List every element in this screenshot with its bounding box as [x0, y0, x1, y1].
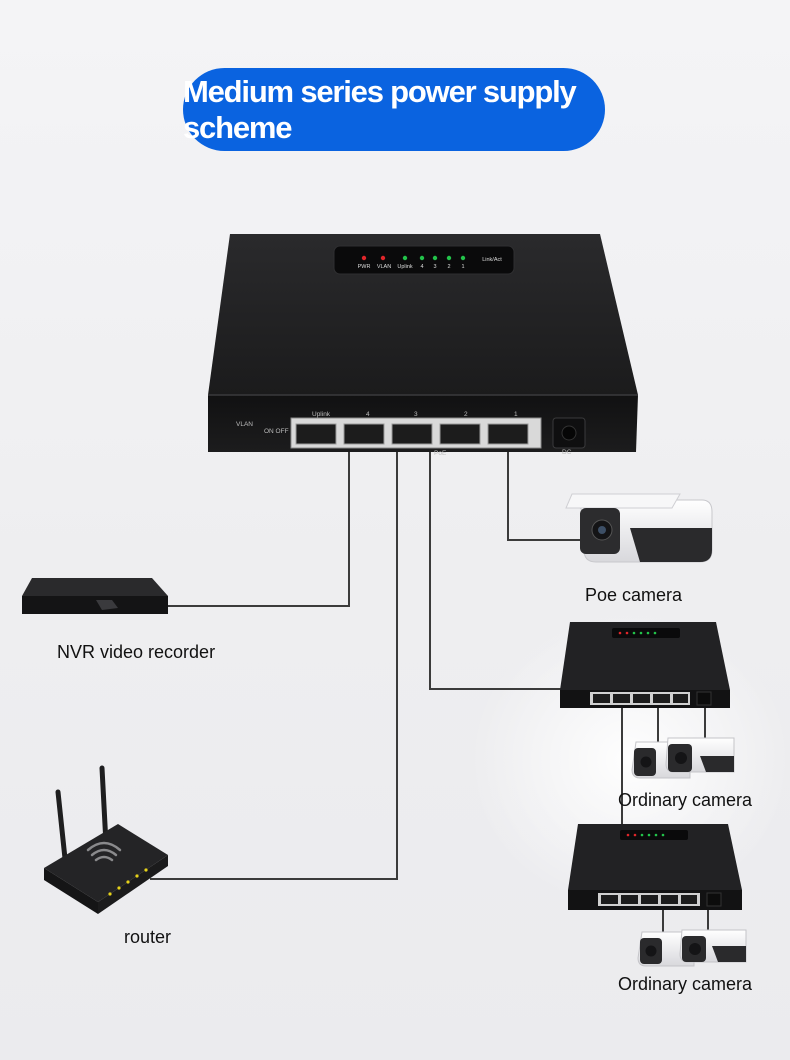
ordinary-camera-label-1: Ordinary camera [618, 790, 753, 810]
router-icon [44, 765, 168, 914]
port-label-4: 4 [366, 411, 370, 418]
switch-secondary-2 [568, 824, 742, 910]
title-text: Medium series power supply scheme [183, 73, 577, 145]
led-label-uplink: Uplink [397, 264, 413, 270]
cable-switch-2 [429, 450, 563, 690]
title-banner: Medium series power supply scheme [183, 68, 605, 151]
switch-secondary-1 [560, 622, 730, 708]
router-label: router [124, 927, 172, 947]
port-label-1: 1 [514, 411, 518, 418]
led-label-4: 4 [420, 264, 423, 270]
cable-router [150, 450, 398, 880]
nvr-label: NVR video recorder [57, 642, 216, 662]
vlan-switch-label: VLAN [236, 421, 253, 428]
ordinary-camera-label-2: Ordinary camera [618, 974, 753, 994]
led-label-vlan: VLAN [377, 264, 391, 270]
port-label-2: 2 [464, 411, 468, 418]
poe-label: PoE [434, 450, 447, 457]
led-label-2: 2 [447, 264, 450, 270]
dc-label: DC [562, 449, 572, 456]
led-label-1: 1 [461, 264, 464, 270]
led-label-3: 3 [433, 264, 436, 270]
port-label-uplink: Uplink [312, 411, 331, 418]
nvr-recorder-icon [22, 578, 168, 614]
status-leds [361, 255, 466, 261]
onoff-label: ON OFF [264, 428, 289, 435]
cable-nvr [168, 450, 350, 607]
link-act-label: Link/Act [482, 257, 502, 263]
cable-poe-camera [507, 450, 580, 541]
port-label-3: 3 [414, 411, 418, 418]
main-poe-switch: PWR VLAN Uplink 4 3 2 1 Link/Act VLAN ON… [208, 234, 638, 457]
poe-camera-label: Poe camera [585, 585, 683, 605]
wifi-icon [86, 841, 122, 862]
led-label-pwr: PWR [358, 264, 371, 270]
ethernet-ports [295, 423, 529, 445]
ordinary-cameras-2 [637, 929, 747, 967]
poe-camera-icon [565, 493, 713, 563]
ordinary-cameras-1 [631, 737, 735, 779]
